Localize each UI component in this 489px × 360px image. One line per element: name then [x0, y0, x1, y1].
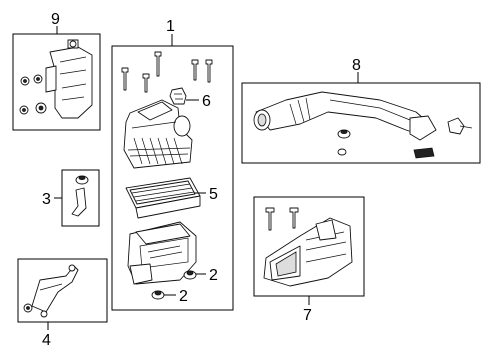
group-4-frame — [17, 258, 108, 323]
air-cleaner-cover-part — [123, 99, 193, 169]
group-7: 7 — [253, 196, 365, 324]
air-duct-part — [253, 91, 437, 159]
mount-bolt-set — [265, 207, 299, 231]
callout-5: 5 — [209, 186, 218, 203]
callout-9: 9 — [51, 11, 60, 28]
callout-1: 1 — [166, 18, 175, 35]
group-8-frame — [241, 82, 481, 164]
sensor-part — [169, 87, 187, 105]
group-1: 1 6 — [111, 18, 234, 311]
duct-fastener-set — [337, 117, 473, 156]
callout-4: 4 — [42, 332, 51, 349]
callout-6: 6 — [202, 93, 211, 110]
callout-7: 7 — [303, 307, 312, 324]
grommet-part-a — [183, 270, 197, 280]
clip-bracket-part — [71, 175, 89, 217]
mount-bracket-part — [23, 264, 79, 318]
air-cleaner-body-part — [127, 221, 197, 285]
group-4: 4 — [17, 258, 108, 349]
group-3: 3 — [42, 169, 100, 227]
grommet-part-b — [151, 290, 165, 300]
callout-2a: 2 — [209, 267, 218, 284]
group-8: 8 — [241, 57, 481, 164]
callout-2b: 2 — [179, 288, 188, 305]
bolt-set-top — [121, 51, 213, 93]
resonator-bracket-part — [45, 39, 93, 119]
callout-3: 3 — [42, 191, 51, 208]
resonator-part — [263, 217, 353, 287]
air-filter-part — [125, 177, 201, 219]
grommet-set — [19, 74, 47, 115]
group-9: 9 — [12, 11, 101, 131]
callout-8: 8 — [352, 57, 361, 74]
